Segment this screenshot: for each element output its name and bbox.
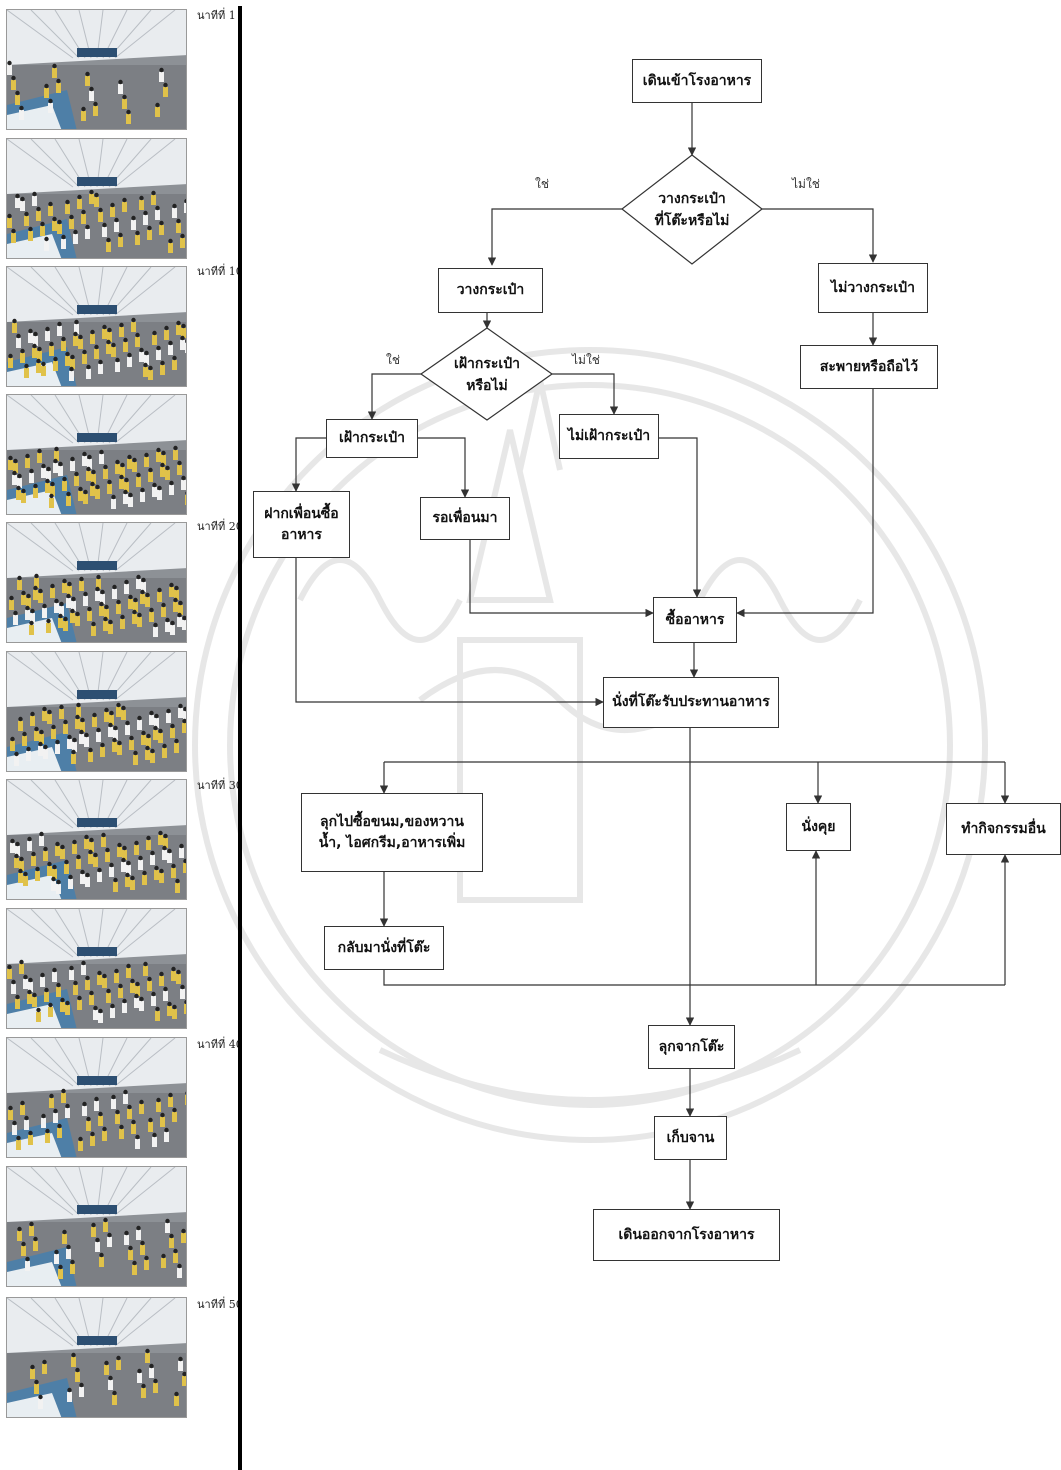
- node-chat: นั่งคุย: [786, 803, 851, 851]
- minute-label-30: นาทีที่ 30: [197, 779, 243, 792]
- minute-label-40: นาทีที่ 40: [197, 1038, 243, 1051]
- photo-8: [6, 908, 187, 1029]
- label-yes-1: ใช่: [535, 177, 550, 191]
- minute-30-photo: [6, 779, 187, 900]
- decision-guard-shape: [419, 327, 554, 421]
- node-exit-canteen: เดินออกจากโรงอาหาร: [593, 1209, 780, 1261]
- node-clear-dishes: เก็บจาน: [654, 1116, 727, 1160]
- photo-2: [6, 138, 187, 259]
- node-place-bag: วางกระเป๋า: [438, 268, 543, 313]
- node-enter-canteen: เดินเข้าโรงอาหาร: [632, 59, 762, 103]
- node-not-place-bag: ไม่วางกระเป๋า: [818, 263, 928, 313]
- minute-label-1: นาทีที่ 1: [197, 9, 236, 22]
- minute-50-photo: [6, 1297, 187, 1418]
- node-other-activity: ทำกิจกรรมอื่น: [946, 803, 1061, 855]
- node-leave-table: ลุกจากโต๊ะ: [648, 1025, 735, 1069]
- node-return-table: กลับมานั่งที่โต๊ะ: [324, 926, 444, 970]
- node-not-guard-bag: ไม่เฝ้ากระเป๋า: [559, 414, 659, 459]
- node-buy-food: ซื้ออาหาร: [653, 597, 737, 643]
- photo-6: [6, 651, 187, 772]
- decision-guard-text: เฝ้ากระเป๋า หรือไม่: [454, 355, 520, 394]
- minute-20-photo: [6, 522, 187, 643]
- decision-bag-text: วางกระเป๋า ที่โต๊ะหรือไม่: [654, 190, 730, 229]
- minute-10-photo: [6, 266, 187, 387]
- label-no-2: ไม่ใช่: [572, 353, 600, 367]
- timeline-bar: [238, 6, 242, 1470]
- node-carry-bag: สะพายหรือถือไว้: [800, 345, 938, 389]
- label-yes-2: ใช่: [386, 353, 401, 367]
- minute-label-10: นาทีที่ 10: [197, 265, 243, 278]
- node-guard-bag: เฝ้ากระเป๋า: [326, 419, 418, 458]
- minute-label-50: นาทีที่ 50: [197, 1298, 243, 1311]
- photo-strip: [0, 0, 200, 1470]
- minute-1-photo: [6, 9, 187, 130]
- minute-40-photo: [6, 1037, 187, 1158]
- decision-bag-shape: [621, 154, 763, 265]
- photo-10: [6, 1166, 187, 1287]
- node-ask-friend: ฝากเพื่อนซื้อ อาหาร: [253, 491, 350, 558]
- node-sit-eat: นั่งที่โต๊ะรับประทานอาหาร: [603, 677, 779, 728]
- label-no-1: ไม่ใช่: [792, 177, 820, 191]
- minute-label-20: นาทีที่ 20: [197, 520, 243, 533]
- node-buy-more: ลุกไปซื้อขนม,ของหวาน น้ำ, ไอศกรีม,อาหารเ…: [301, 793, 483, 872]
- photo-4: [6, 394, 187, 515]
- node-wait-friend: รอเพื่อนมา: [420, 497, 510, 540]
